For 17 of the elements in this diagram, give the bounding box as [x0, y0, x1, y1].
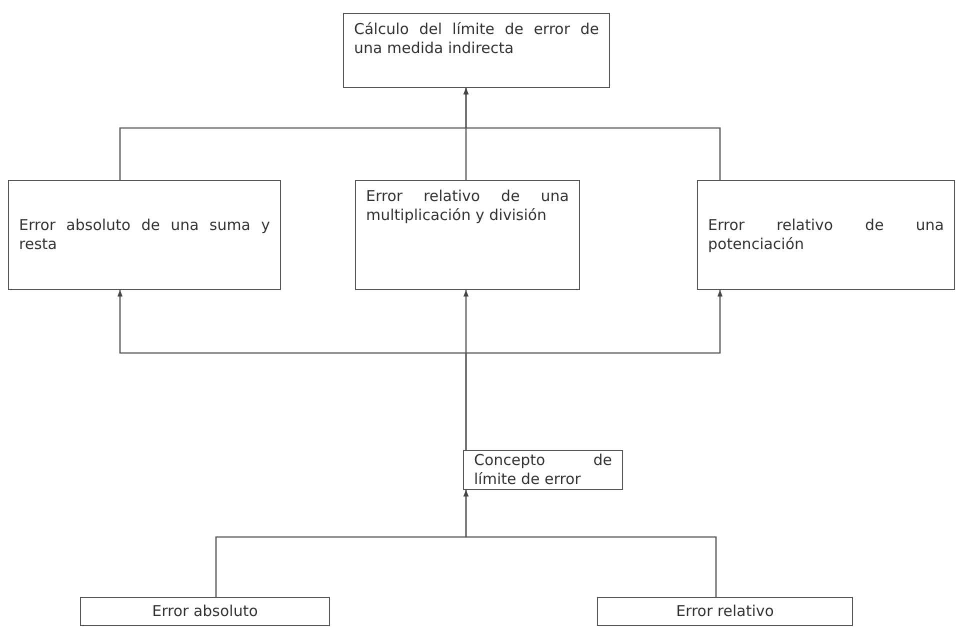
arrow [465, 290, 723, 450]
concept-box [80, 597, 330, 626]
arrow [463, 88, 721, 180]
concept-text: Error absoluto [151, 602, 259, 621]
arrow [463, 490, 717, 597]
concept-text: Error relativo de una potenciación [708, 216, 944, 254]
concept-box [355, 180, 580, 290]
concept-box [343, 13, 610, 88]
concept-text: Error relativo [675, 602, 775, 621]
concept-text: Cálculo del límite de error de una medida indirecta [354, 20, 599, 58]
concept-box [597, 597, 853, 626]
concept-text: Concepto de límite de error [474, 451, 612, 489]
concept-box [697, 180, 955, 290]
concept-text: Error absoluto de una suma y resta [19, 216, 270, 254]
concept-text: Error relativo de una multiplicación y división [366, 187, 569, 224]
concept-box [463, 450, 623, 490]
concept-box [8, 180, 281, 290]
